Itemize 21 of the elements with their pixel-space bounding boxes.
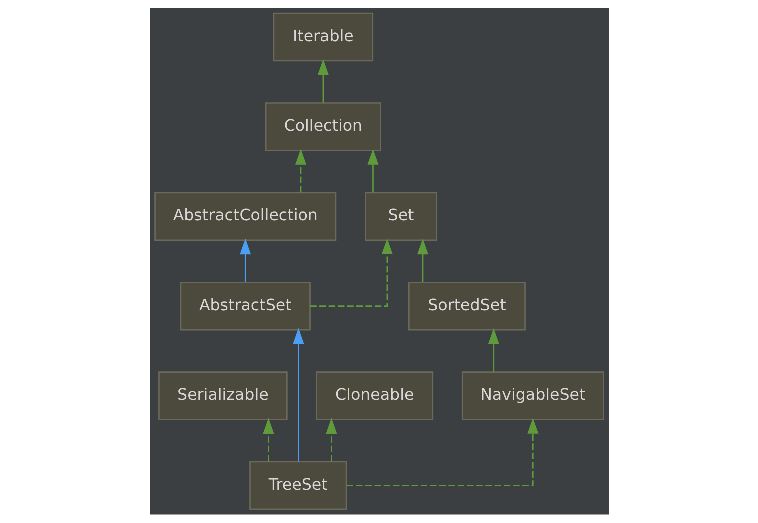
- arrow: [292, 328, 304, 462]
- arrow: [294, 149, 306, 193]
- arrow: [310, 238, 392, 307]
- node-box: Serializable: [158, 372, 288, 420]
- arrow: [416, 238, 428, 282]
- arrow: [240, 238, 251, 282]
- node-box: Collection: [264, 102, 381, 152]
- arrow: [346, 418, 538, 486]
- node-box: TreeSet: [249, 461, 347, 510]
- node-box: Set: [364, 192, 438, 242]
- node-box: AbstractSet: [180, 282, 310, 331]
- arrow: [326, 418, 337, 462]
- node-box: Iterable: [272, 12, 374, 62]
- node-box: Cloneable: [316, 372, 434, 420]
- arrow: [262, 418, 274, 462]
- node-box: SortedSet: [408, 282, 526, 331]
- arrow: [317, 59, 328, 103]
- node-box: AbstractCollection: [154, 192, 336, 242]
- node-box: NavigableSet: [461, 372, 604, 420]
- arrow: [488, 328, 499, 372]
- arrow: [367, 149, 378, 193]
